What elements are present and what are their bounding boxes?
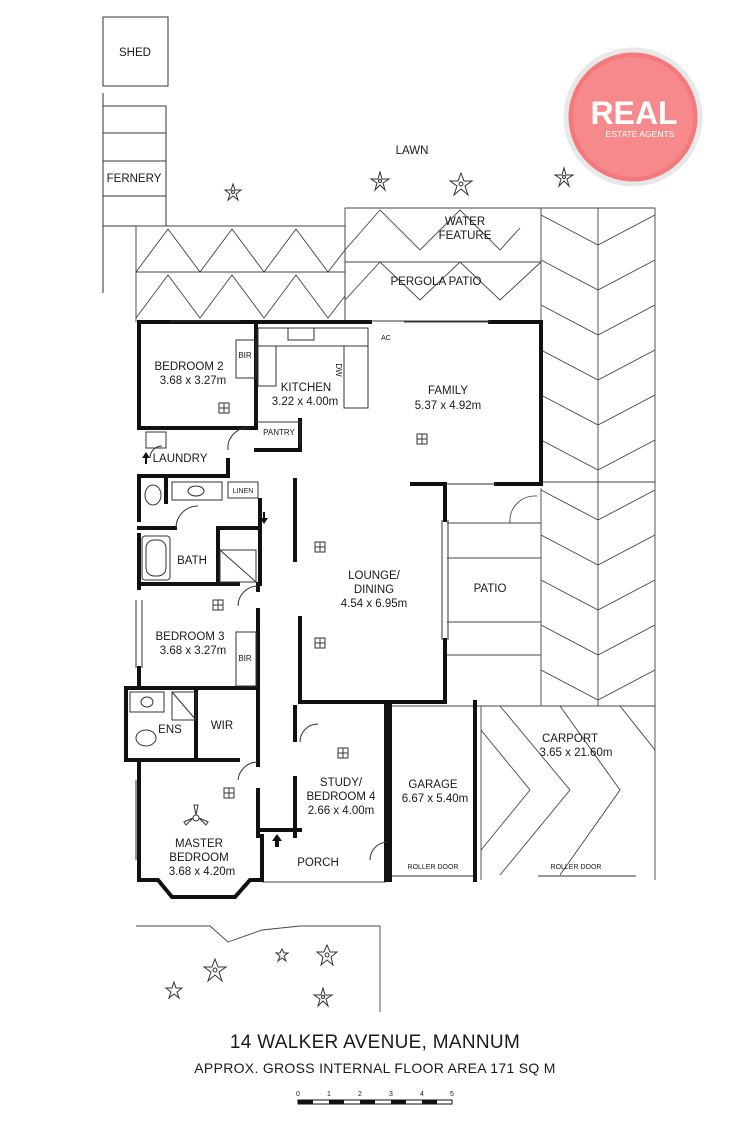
dishwasher-label: DW xyxy=(334,363,343,377)
scale-tick-1: 1 xyxy=(327,1091,331,1098)
flower-icon xyxy=(223,182,243,202)
laundry-arrow-icon xyxy=(142,452,150,464)
bedroom3-name: BEDROOM 3 xyxy=(155,631,224,643)
scale-tick-3: 3 xyxy=(389,1091,393,1098)
walls xyxy=(124,320,543,899)
scale-tick-2: 2 xyxy=(358,1091,362,1098)
hall-arrow-icon xyxy=(260,512,268,524)
garage-name: GARAGE xyxy=(408,779,458,791)
scale-tick-5: 5 xyxy=(450,1091,454,1098)
logo-text: REAL xyxy=(590,95,677,131)
carport-name: CARPORT xyxy=(542,733,598,745)
linen-label: LINEN xyxy=(233,488,254,495)
master-name-1: MASTER xyxy=(175,838,223,850)
flower-icon xyxy=(553,166,575,188)
patio-label: PATIO xyxy=(474,583,507,595)
fernery-label: FERNERY xyxy=(107,173,162,185)
flower-icon xyxy=(369,170,391,192)
bedroom2-bir-label: BIR xyxy=(238,351,252,360)
bath-label: BATH xyxy=(177,555,207,567)
aircon-label: AC xyxy=(381,335,391,342)
carport-roof xyxy=(480,207,656,880)
carport-dims: 3.65 x 21.60m xyxy=(540,747,613,759)
logo-subtext: ESTATE AGENTS xyxy=(606,129,675,139)
water-feature-label-1: WATER xyxy=(445,216,485,228)
flower-icon xyxy=(202,957,228,983)
family-dims: 5.37 x 4.92m xyxy=(415,400,481,412)
lounge-name-1: LOUNGE/ xyxy=(348,570,401,582)
study-dims: 2.66 x 4.00m xyxy=(308,805,374,817)
lawn-label: LAWN xyxy=(396,145,429,157)
scale-bar: 0 1 2 3 4 5 xyxy=(296,1091,454,1105)
master-name-2: BEDROOM xyxy=(169,852,228,864)
bedroom3-dims: 3.68 x 3.27m xyxy=(160,645,226,657)
flower-icon xyxy=(315,943,339,967)
flower-icon xyxy=(274,947,290,963)
scale-tick-4: 4 xyxy=(420,1091,424,1098)
family-name: FAMILY xyxy=(428,385,468,397)
bedroom2-name: BEDROOM 2 xyxy=(154,361,223,373)
fernery xyxy=(102,93,167,293)
water-feature-label-2: FEATURE xyxy=(439,230,492,242)
study-name-2: BEDROOM 4 xyxy=(306,791,376,803)
pergola-patio-label: PERGOLA PATIO xyxy=(391,276,482,288)
scale-tick-0: 0 xyxy=(296,1091,300,1098)
side-patio xyxy=(390,488,542,707)
flower-icon xyxy=(448,171,474,197)
bedroom2-dims: 3.68 x 3.27m xyxy=(160,375,226,387)
property-address: 14 WALKER AVENUE, MANNUM xyxy=(229,1032,521,1053)
flower-icons xyxy=(164,166,575,1008)
lounge-name-2: DINING xyxy=(354,584,394,596)
ceiling-fan-icon xyxy=(183,804,209,826)
front-garden xyxy=(136,925,381,1012)
laundry-label: LAUNDRY xyxy=(153,453,208,465)
shed-label: SHED xyxy=(119,47,151,59)
flower-icon xyxy=(164,980,184,1000)
fixtures xyxy=(129,320,636,877)
study-name-1: STUDY/ xyxy=(320,777,363,789)
pantry-label: PANTRY xyxy=(263,428,295,437)
lounge-dims: 4.54 x 6.95m xyxy=(341,598,407,610)
garage-dims: 6.67 x 5.40m xyxy=(402,793,468,805)
porch-label: PORCH xyxy=(297,857,339,869)
flower-icon xyxy=(312,986,334,1008)
roof-left xyxy=(135,225,346,322)
real-estate-agents-logo: REAL ESTATE AGENTS xyxy=(563,47,703,187)
light-fixtures xyxy=(212,402,428,799)
ensuite-label: ENS xyxy=(158,724,182,736)
bedroom3-bir-label: BIR xyxy=(238,654,252,663)
floor-area: APPROX. GROSS INTERNAL FLOOR AREA 171 SQ… xyxy=(194,1060,556,1076)
pergola-patio xyxy=(344,207,542,322)
entry-arrow-icon xyxy=(272,834,282,847)
garage-roller-door-label: ROLLER DOOR xyxy=(408,864,459,871)
kitchen-name: KITCHEN xyxy=(281,382,331,394)
kitchen-dims: 3.22 x 4.00m xyxy=(272,396,338,408)
master-dims: 3.68 x 4.20m xyxy=(169,866,235,878)
carport-roller-door-label: ROLLER DOOR xyxy=(551,864,602,871)
shed xyxy=(102,16,169,87)
wir-label: WIR xyxy=(211,720,233,732)
